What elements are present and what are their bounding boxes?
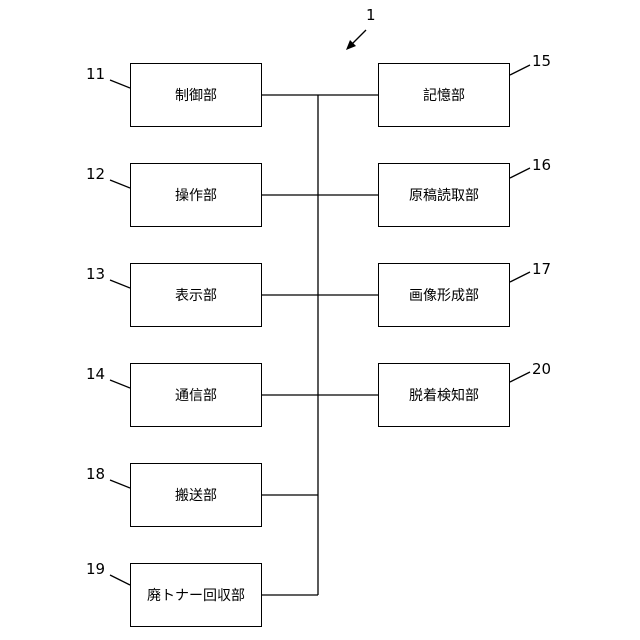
- ref-13: 13: [86, 267, 105, 282]
- leader-13: [110, 280, 130, 288]
- operation-unit-block: 操作部: [130, 163, 262, 227]
- ref-20: 20: [532, 362, 551, 377]
- display-unit-block: 表示部: [130, 263, 262, 327]
- ref-16: 16: [532, 158, 551, 173]
- leader-20: [510, 372, 530, 382]
- leader-15: [510, 65, 530, 75]
- leader-14: [110, 380, 130, 388]
- system-ref: 1: [366, 8, 376, 23]
- leader-12: [110, 180, 130, 188]
- ref-11: 11: [86, 67, 105, 82]
- communication-unit-block: 通信部: [130, 363, 262, 427]
- ref-14: 14: [86, 367, 105, 382]
- leader-19: [110, 575, 130, 585]
- ref-19: 19: [86, 562, 105, 577]
- ref-18: 18: [86, 467, 105, 482]
- document-reading-block: 原稿読取部: [378, 163, 510, 227]
- leader-16: [510, 168, 530, 178]
- storage-unit-block: 記憶部: [378, 63, 510, 127]
- leader-11: [110, 80, 130, 88]
- leader-17: [510, 272, 530, 282]
- ref-15: 15: [532, 54, 551, 69]
- waste-toner-collection-block: 廃トナー回収部: [130, 563, 262, 627]
- ref-17: 17: [532, 262, 551, 277]
- image-forming-block: 画像形成部: [378, 263, 510, 327]
- ref-12: 12: [86, 167, 105, 182]
- control-unit-block: 制御部: [130, 63, 262, 127]
- attachment-detection-block: 脱着検知部: [378, 363, 510, 427]
- conveyance-unit-block: 搬送部: [130, 463, 262, 527]
- leader-18: [110, 480, 130, 488]
